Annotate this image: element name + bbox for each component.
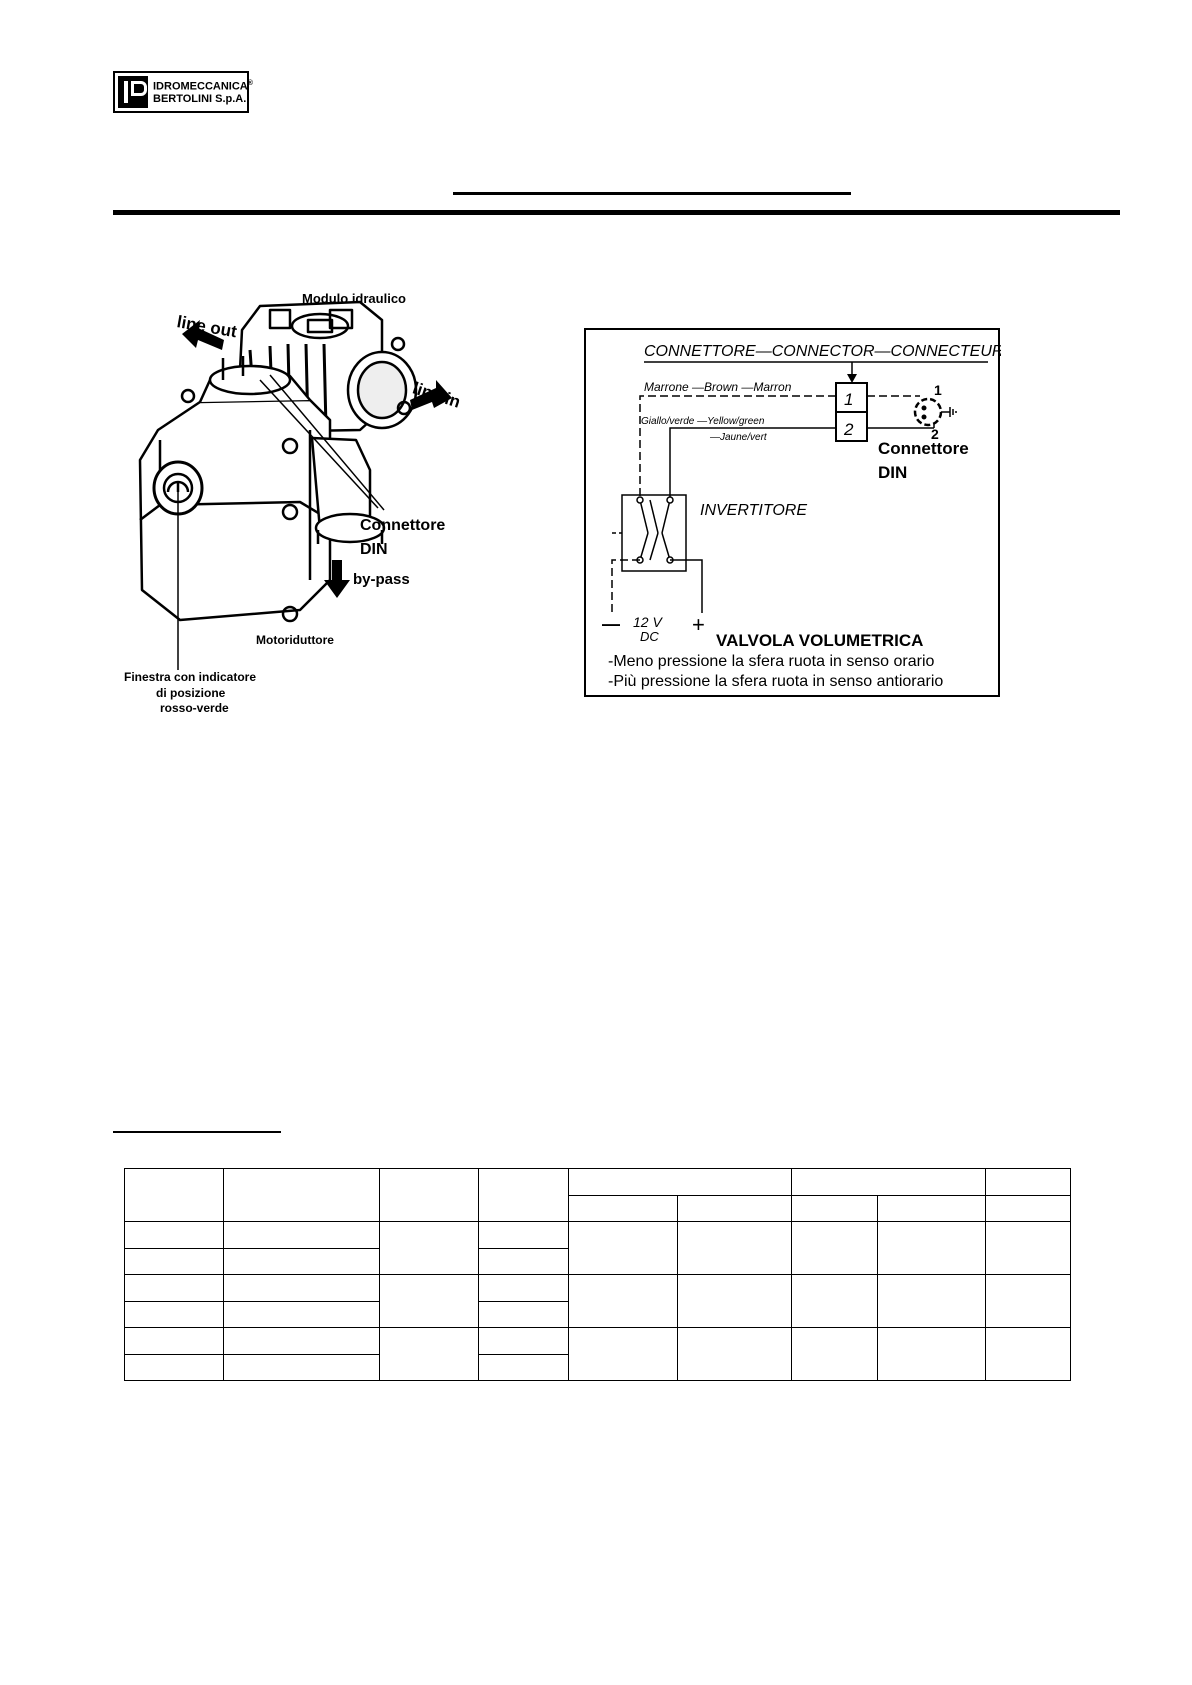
bypass-arrow-icon (324, 560, 350, 598)
table-row (124, 1247, 1071, 1275)
registered-mark: ® (247, 80, 253, 87)
table-row (124, 1353, 1071, 1381)
table-row (124, 1327, 1071, 1381)
valve-title: VALVOLA VOLUMETRICA (716, 631, 923, 650)
current-type-label: DC (640, 629, 659, 644)
table-row (124, 1168, 1071, 1222)
line-in-arrow-icon (410, 380, 452, 410)
plus-terminal: + (692, 612, 705, 637)
window-label-line3: rosso-verde (160, 701, 229, 715)
note-more-pressure: -Più pressione la sfera ruota in senso a… (608, 673, 943, 690)
table-row (124, 1274, 1071, 1328)
connector-pin-1: 1 (844, 390, 853, 409)
window-label-line2: di posizione (156, 686, 226, 700)
company-logo: IDROMECCANICA® BERTOLINI S.p.A. (113, 71, 253, 113)
din-plug-icon (913, 397, 943, 427)
logo-mark-icon (118, 76, 148, 108)
wiring-header: CONNETTORE—CONNECTOR—CONNECTEUR (644, 343, 1001, 360)
logo-name-line2: BERTOLINI S.p.A. (153, 93, 247, 105)
wiring-diagram: CONNETTORE—CONNECTOR—CONNECTEUR 1 2 Marr… (584, 328, 1001, 697)
wire-green-label: Giallo/verde —Yellow/green (641, 416, 765, 427)
title-underline (453, 192, 851, 195)
din-label-line2: DIN (878, 463, 907, 482)
din-label-line1: Connettore (878, 439, 969, 458)
line-out-arrow-icon (182, 320, 224, 350)
section-underline (113, 1131, 281, 1133)
wire-green-label-fr: —Jaune/vert (709, 432, 768, 443)
module-label: Modulo idraulico (302, 291, 406, 306)
logo-name-line1: IDROMECCANICA (153, 80, 248, 93)
bypass-label: by-pass (353, 571, 410, 588)
connector-pin-2: 2 (843, 420, 854, 439)
din-pin-2: 2 (931, 426, 939, 442)
minus-terminal: — (602, 614, 620, 634)
header-divider (113, 210, 1120, 215)
connector-label-line1: Connettore (360, 517, 446, 534)
table-row (124, 1300, 1071, 1328)
gearmotor-label: Motoriduttore (256, 633, 334, 647)
inverter-label: INVERTITORE (700, 502, 807, 519)
spec-table (124, 1168, 1071, 1381)
window-label-line1: Finestra con indicatore (124, 670, 257, 684)
voltage-label: 12 V (633, 614, 663, 630)
wire-brown-label: Marrone —Brown —Marron (644, 380, 792, 394)
ground-icon (949, 407, 957, 417)
table-row (124, 1221, 1071, 1275)
valve-product-drawing (138, 300, 452, 670)
din-pin-1: 1 (934, 382, 942, 398)
table-row (125, 1194, 1071, 1222)
connector-label-line2: DIN (360, 541, 388, 558)
note-less-pressure: -Meno pressione la sfera ruota in senso … (608, 653, 934, 670)
